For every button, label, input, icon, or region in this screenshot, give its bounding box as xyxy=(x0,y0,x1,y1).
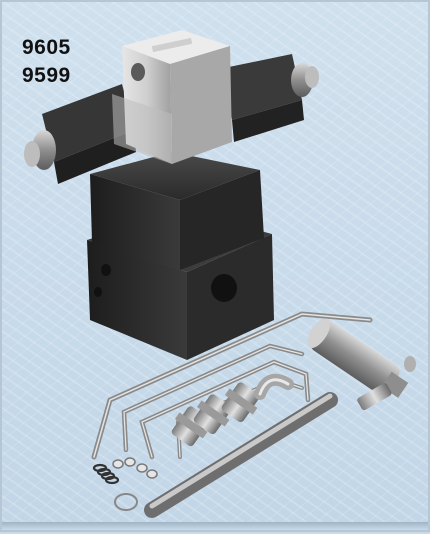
model-number-secondary: 9599 xyxy=(22,64,71,87)
valve-housing xyxy=(112,30,232,164)
adapter-block xyxy=(90,152,264,270)
model-number-primary: 9605 xyxy=(22,36,71,59)
cylinder-tool xyxy=(307,318,416,411)
model-number-labels: 9605 9599 xyxy=(22,34,71,90)
rod xyxy=(144,392,338,518)
small-parts xyxy=(92,457,158,511)
solenoid-right xyxy=(224,54,319,142)
fittings xyxy=(171,373,294,447)
bottom-border-strip xyxy=(2,522,428,530)
